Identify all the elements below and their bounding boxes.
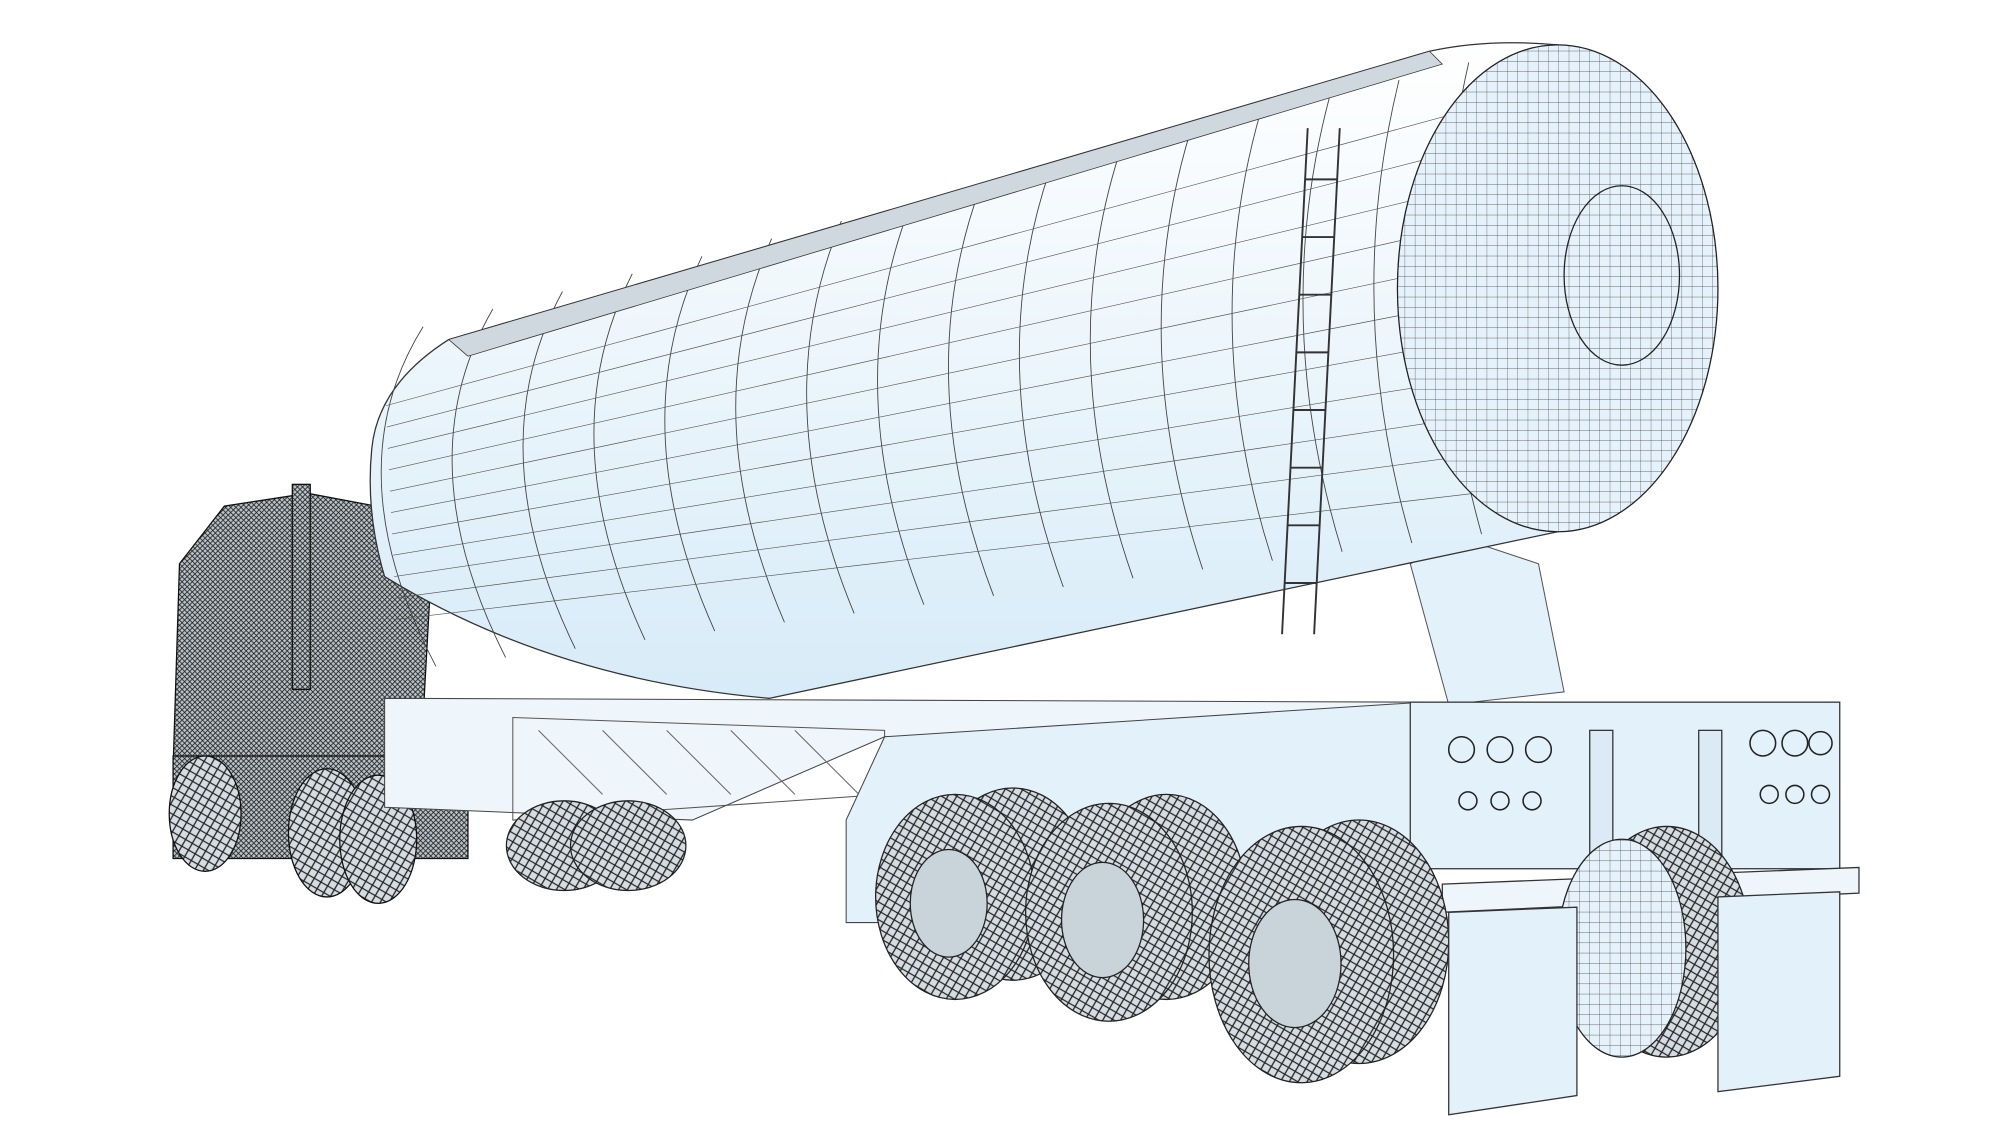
mud-flap-right (1717, 891, 1841, 1093)
tank-long-line (385, 90, 1539, 407)
tank-long-line (396, 485, 1539, 620)
tank-long-line (395, 446, 1539, 599)
tank-ring-line (593, 273, 646, 641)
tank (369, 42, 1719, 699)
tank-ring-line (1231, 115, 1273, 561)
tank-long-line (386, 129, 1539, 428)
tank-end-cap (1396, 44, 1719, 533)
tail-lights (1447, 729, 1833, 811)
tank-ring-line (1018, 168, 1064, 588)
tank-ring-line (735, 238, 785, 623)
mud-flap-left (1448, 906, 1578, 1116)
tank-ring-line (806, 220, 855, 614)
tank-long-line (390, 287, 1539, 513)
cab-front-wheel (168, 755, 242, 872)
tank-ring-line (948, 185, 995, 596)
tank-ring-line (380, 326, 437, 667)
tank-ring-line (1373, 79, 1413, 544)
tank-ring-lines (380, 62, 1539, 667)
trailer-wheels (875, 787, 1751, 1084)
truck-cab (168, 483, 469, 904)
tank-long-line (387, 169, 1539, 449)
tank-long-line (388, 208, 1539, 471)
ladder (1281, 128, 1341, 635)
tank-walkway (447, 50, 1444, 357)
tank-ring-line (1302, 97, 1343, 552)
tank-support (1409, 537, 1565, 706)
tank-ring-line (1160, 132, 1204, 570)
tank-long-line (392, 327, 1539, 535)
tank-ring-line (664, 256, 716, 632)
exhaust-stack (291, 483, 311, 690)
tank-long-line (389, 248, 1539, 492)
trailer-axle-wheel (1025, 793, 1247, 1022)
tank-end-hub (1563, 185, 1681, 366)
tank-long-line (394, 406, 1539, 577)
tank-ring-line (1089, 150, 1134, 579)
trailer-landing-wheel (569, 800, 687, 892)
trailer-rear-wheel (1557, 825, 1751, 1058)
tank-ring-line (877, 203, 925, 605)
trailer-axle-wheel (1208, 819, 1450, 1084)
tank-long-line (393, 366, 1539, 556)
